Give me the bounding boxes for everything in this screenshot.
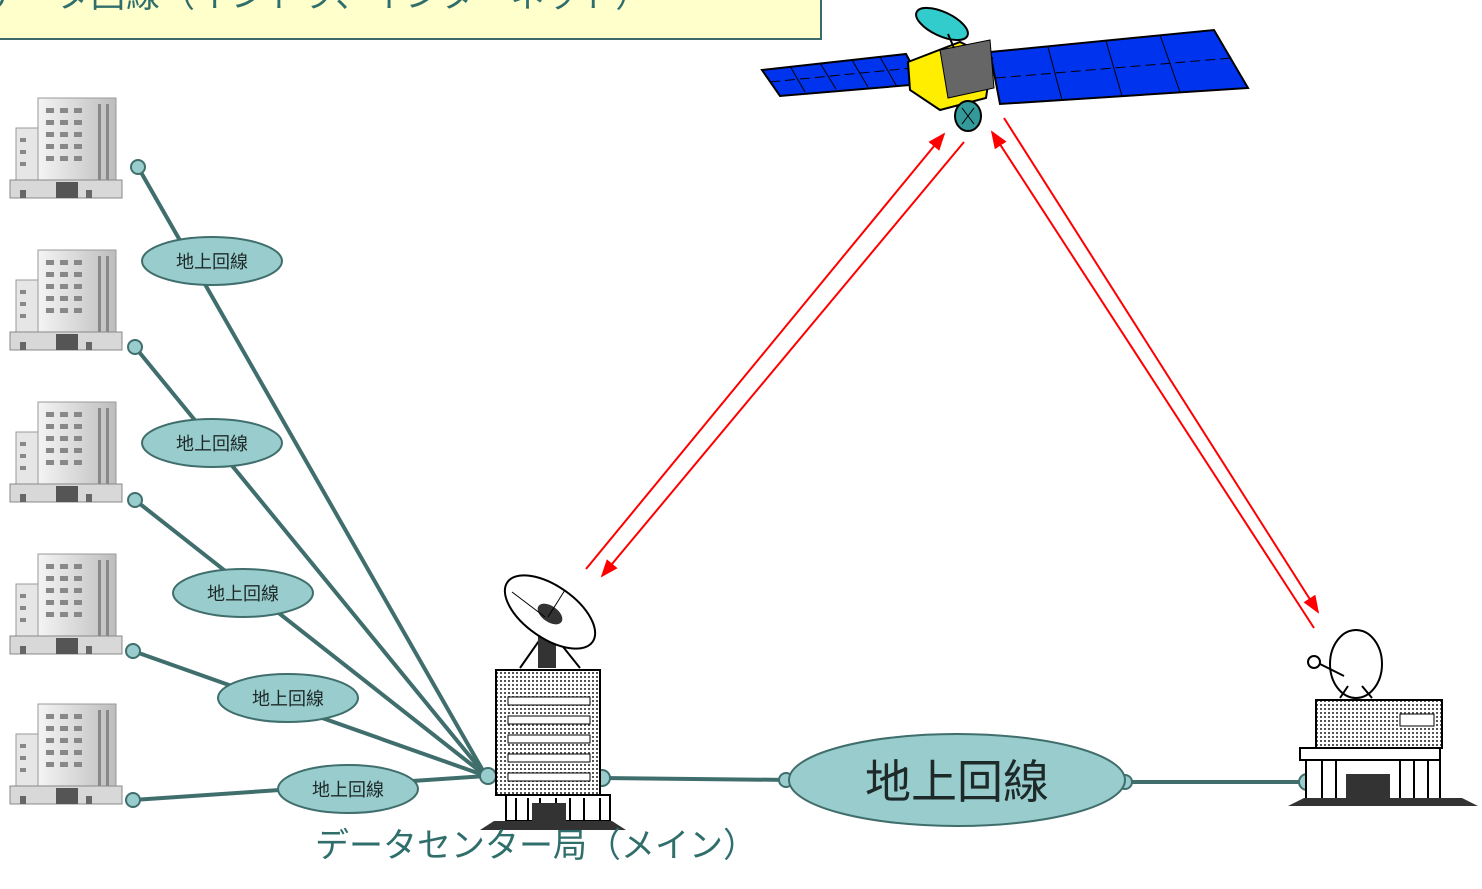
title-box: データ回線（イントラ、インターネット） bbox=[0, 0, 822, 40]
office-building-3 bbox=[9, 401, 123, 503]
satellite-links bbox=[585, 117, 1320, 629]
line-label-text-3: 地上回線 bbox=[207, 584, 279, 605]
line-label-5: 地上回線 bbox=[277, 764, 419, 814]
line-label-text-5: 地上回線 bbox=[312, 780, 384, 801]
diagram-title: データ回線（イントラ、インターネット） bbox=[0, 0, 650, 17]
line-label-text-2: 地上回線 bbox=[176, 434, 248, 455]
line-label-1: 地上回線 bbox=[141, 236, 283, 286]
office-building-5 bbox=[9, 703, 123, 805]
office-building-2 bbox=[9, 249, 123, 351]
satellite-icon bbox=[760, 6, 1250, 132]
office-building-4 bbox=[9, 553, 123, 655]
office-building-1 bbox=[9, 97, 123, 199]
line-label-3: 地上回線 bbox=[172, 568, 314, 618]
line-label-2: 地上回線 bbox=[141, 418, 283, 468]
main-line-label-text: 地上回線 bbox=[865, 755, 1049, 809]
data-center-caption: データセンター局（メイン） bbox=[315, 826, 757, 866]
data-center-station bbox=[480, 574, 626, 830]
line-label-text-1: 地上回線 bbox=[176, 252, 248, 273]
line-label-4: 地上回線 bbox=[217, 673, 359, 723]
satellite-dish-icon bbox=[1307, 629, 1383, 699]
remote-station bbox=[1288, 629, 1478, 806]
satellite-dish-icon bbox=[503, 574, 597, 669]
line-label-text-4: 地上回線 bbox=[252, 689, 324, 710]
main-line-label: 地上回線 bbox=[788, 733, 1126, 827]
